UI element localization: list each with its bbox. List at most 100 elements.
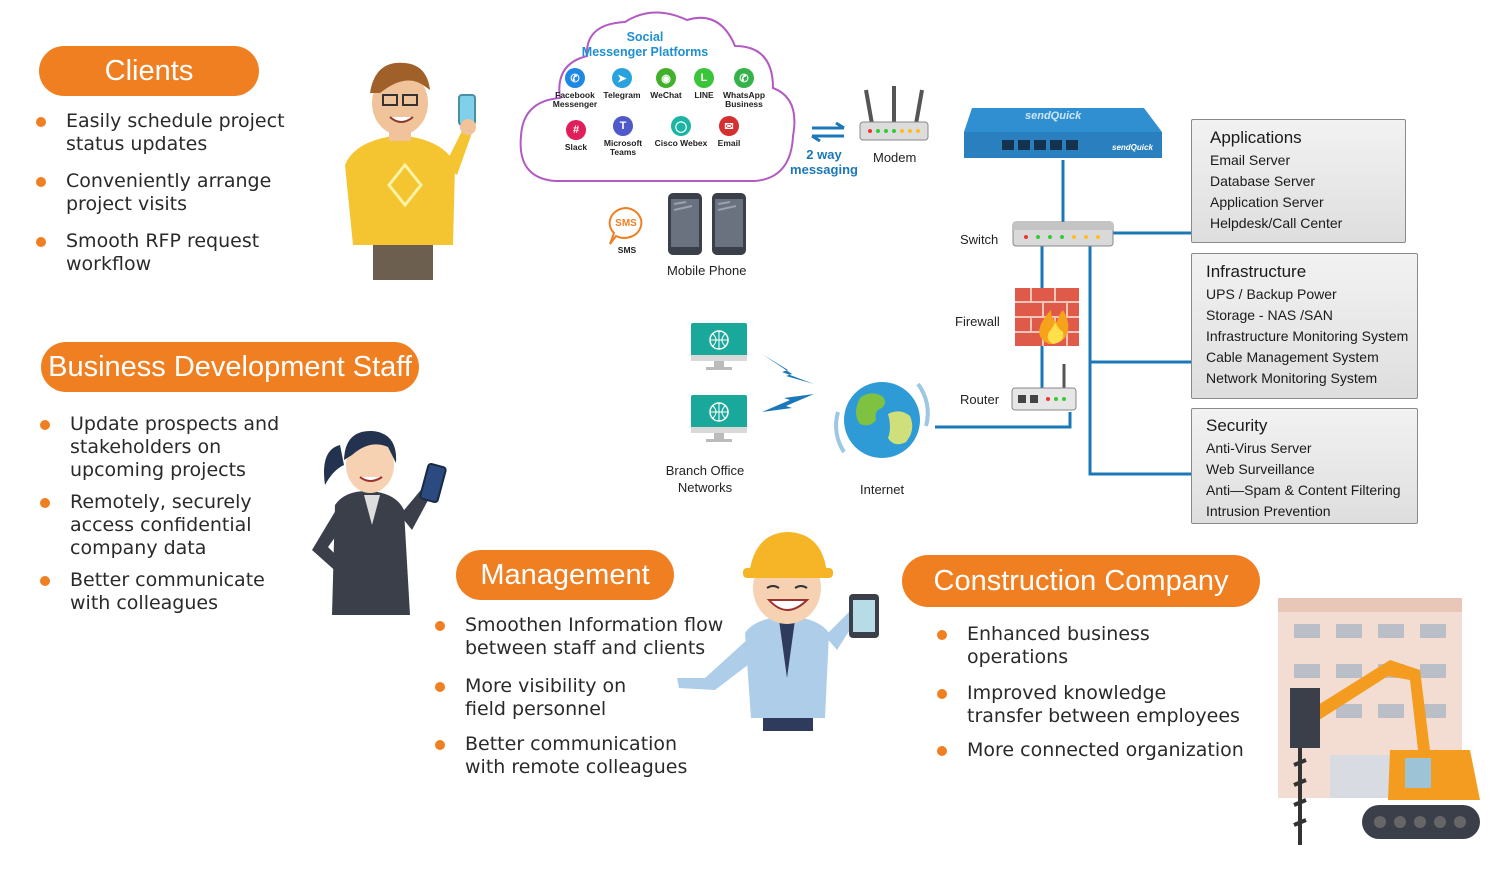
list-item: UPS / Backup Power bbox=[1206, 286, 1337, 302]
list-item: Easily schedule project status updates bbox=[36, 110, 285, 155]
management-bullet-list: Smoothen Information flow between staff … bbox=[434, 614, 724, 779]
mobile-phone-label: Mobile Phone bbox=[667, 263, 747, 278]
list-item: Anti—Spam & Content Filtering bbox=[1206, 482, 1401, 498]
list-item: Update prospects and stakeholders on upc… bbox=[39, 413, 280, 481]
switch-icon bbox=[1012, 221, 1114, 247]
slack-icon: # bbox=[566, 120, 586, 140]
modem-label: Modem bbox=[873, 150, 917, 165]
construction-bullet-list: Enhanced business operations Improved kn… bbox=[937, 623, 1244, 762]
wechat-icon: ◉ bbox=[656, 68, 676, 88]
firewall-label: Firewall bbox=[955, 314, 1000, 329]
messenger-cloud-shape bbox=[519, 11, 796, 182]
list-item: Better communication with remote colleag… bbox=[434, 733, 723, 779]
whatsapp-icon: ✆ bbox=[734, 68, 754, 88]
branch-line1: Branch Office bbox=[665, 463, 745, 478]
messenger-app-label: LINE bbox=[694, 90, 714, 100]
cloud-title-line2: Messenger Platforms bbox=[581, 45, 709, 59]
two-way-arrows-icon bbox=[811, 122, 845, 142]
sendquick-brand-front: sendQuick bbox=[1112, 143, 1153, 152]
business-woman-illustration bbox=[312, 430, 447, 615]
messenger-app-slack: # Slack bbox=[546, 120, 606, 152]
messenger-app-label: Slack bbox=[564, 142, 588, 152]
engineer-illustration bbox=[677, 532, 879, 731]
messenger-app-email: ✉ Email bbox=[699, 116, 759, 148]
messenger-app-label: Cisco Webex bbox=[654, 138, 708, 148]
construction-illustration bbox=[1278, 598, 1480, 845]
business-development-title: Business Development Staff bbox=[41, 342, 419, 392]
list-item: Application Server bbox=[1210, 194, 1324, 210]
list-item: More visibility on field personnel bbox=[434, 675, 723, 721]
messenger-app-teams: T Microsoft Teams bbox=[593, 116, 653, 157]
list-item: Cable Management System bbox=[1206, 349, 1379, 365]
construction-company-title: Construction Company bbox=[902, 555, 1260, 607]
two-way-messaging-label: 2 way messaging bbox=[786, 147, 862, 177]
applications-title: Applications bbox=[1210, 128, 1302, 147]
list-item: Better communicate with colleagues bbox=[39, 569, 279, 615]
security-title: Security bbox=[1206, 416, 1268, 435]
management-title: Management bbox=[456, 550, 674, 600]
branch-monitor-icon bbox=[691, 323, 747, 370]
infrastructure-title: Infrastructure bbox=[1206, 262, 1307, 281]
messenger-app-messenger: ✆ Facebook Messenger bbox=[545, 68, 605, 109]
list-item: Web Surveillance bbox=[1206, 461, 1315, 477]
router-label: Router bbox=[960, 392, 1000, 407]
clients-bullet-list: Easily schedule project status updates C… bbox=[36, 110, 285, 276]
list-item: Infrastructure Monitoring System bbox=[1206, 328, 1409, 344]
applications-box: Applications Email Server Database Serve… bbox=[1191, 119, 1406, 243]
messenger-app-line: L LINE bbox=[674, 68, 734, 100]
messenger-app-label: WhatsApp Business bbox=[722, 90, 766, 109]
email-icon: ✉ bbox=[719, 116, 739, 136]
wireless-signal-icon bbox=[762, 354, 814, 412]
messenger-app-label: Email bbox=[717, 138, 741, 148]
telegram-icon: ➤ bbox=[612, 68, 632, 88]
messenger-app-label: Microsoft Teams bbox=[603, 138, 643, 157]
branch-line2: Networks bbox=[677, 480, 733, 495]
sms-icon bbox=[608, 206, 643, 245]
messenger-app-telegram: ➤ Telegram bbox=[592, 68, 652, 100]
two-way-line2: messaging bbox=[790, 162, 858, 177]
branch-monitor-icon bbox=[691, 395, 747, 442]
security-box: Security Anti-Virus Server Web Surveilla… bbox=[1191, 408, 1418, 524]
bds-bullet-list: Update prospects and stakeholders on upc… bbox=[39, 413, 280, 615]
list-item: Intrusion Prevention bbox=[1206, 503, 1331, 519]
teams-icon: T bbox=[613, 116, 633, 136]
list-item: Helpdesk/Call Center bbox=[1210, 215, 1343, 231]
messenger-app-label: Telegram bbox=[603, 90, 641, 100]
list-item: Smoothen Information flow between staff … bbox=[434, 614, 724, 659]
clients-title: Clients bbox=[39, 46, 259, 96]
list-item: Email Server bbox=[1210, 152, 1291, 168]
cloud-title-line1: Social bbox=[626, 30, 664, 44]
messenger-icon: ✆ bbox=[565, 68, 585, 88]
sendquick-brand-top: sendQuick bbox=[1025, 110, 1082, 122]
messenger-app-label: Facebook Messenger bbox=[552, 90, 598, 109]
line-icon: L bbox=[694, 68, 714, 88]
router-icon bbox=[1011, 364, 1077, 411]
cloud-title: Social Messenger Platforms bbox=[545, 30, 745, 60]
list-item: Anti-Virus Server bbox=[1206, 440, 1312, 456]
client-man-illustration bbox=[345, 62, 476, 280]
messenger-app-webex: ◯ Cisco Webex bbox=[651, 116, 711, 148]
modem-icon bbox=[859, 86, 929, 141]
list-item: Remotely, securely access confidential c… bbox=[39, 491, 279, 560]
messenger-app-wechat: ◉ WeChat bbox=[636, 68, 696, 100]
infrastructure-box: Infrastructure UPS / Backup Power Storag… bbox=[1191, 253, 1418, 399]
list-item: Enhanced business operations bbox=[937, 623, 1244, 669]
list-item: Storage - NAS /SAN bbox=[1206, 307, 1333, 323]
branch-office-label: Branch Office Networks bbox=[655, 462, 755, 496]
sms-badge-text: SMS bbox=[615, 218, 637, 229]
list-item: Smooth RFP request workflow bbox=[36, 230, 285, 276]
firewall-icon bbox=[1015, 288, 1079, 346]
list-item: Database Server bbox=[1210, 173, 1316, 189]
list-item: More connected organization bbox=[937, 739, 1244, 761]
list-item: Conveniently arrange project visits bbox=[36, 170, 285, 216]
sms-label: SMS bbox=[617, 245, 637, 255]
internet-label: Internet bbox=[860, 482, 905, 497]
sendquick-appliance-icon bbox=[964, 108, 1162, 158]
two-way-line1: 2 way bbox=[806, 147, 842, 162]
messenger-app-whatsapp: ✆ WhatsApp Business bbox=[714, 68, 774, 109]
webex-icon: ◯ bbox=[671, 116, 691, 136]
switch-label: Switch bbox=[960, 232, 999, 247]
list-item: Network Monitoring System bbox=[1206, 370, 1378, 386]
messenger-app-label: WeChat bbox=[650, 90, 682, 100]
